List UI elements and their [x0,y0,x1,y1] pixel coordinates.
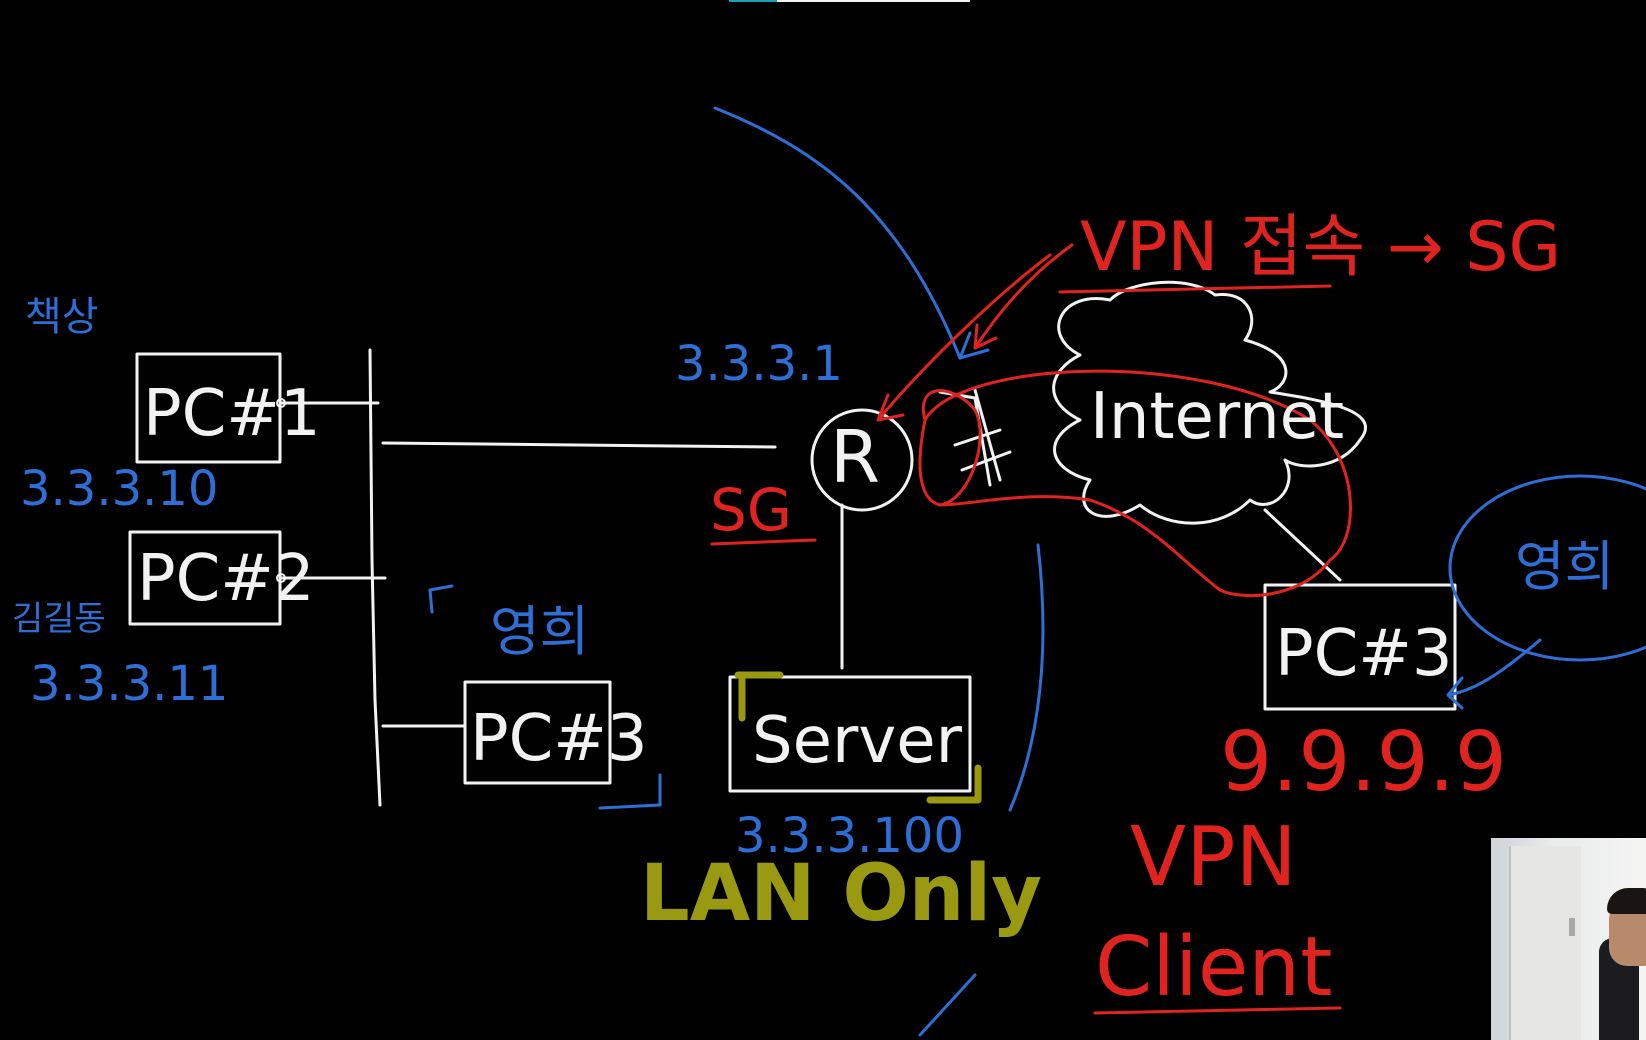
blue-arc-bottom [1008,543,1045,812]
red-tunnel [918,369,1352,598]
internet-cloud [1052,280,1367,525]
internet-label: Internet [1090,380,1344,454]
router-ip: 3.3.3.1 [675,336,843,392]
pc2-side-note: 김길동 [12,599,106,639]
pc2-ip: 3.3.3.11 [30,656,228,712]
pc1-ip: 3.3.3.10 [20,461,218,517]
router-role: SG [710,476,792,544]
remote-pc3-label: PC#3 [1275,617,1453,691]
pc1-box [135,352,282,464]
olive-bracket [734,671,982,804]
pc1-side-note: 책상 [25,294,99,340]
presenter-hair-icon [1607,888,1646,914]
red-arrow-to-router [876,253,1052,422]
pc3-box [463,680,612,785]
pc1-label: PC#1 [143,377,321,451]
blue-arrow-right [1446,638,1542,710]
vpn-client-line1: VPN [1130,810,1297,905]
red-underline-client [1093,1006,1342,1015]
red-ring-firewall [921,389,982,507]
server-label: Server [752,704,963,778]
blue-mark-pc3 [428,584,662,810]
blue-arc-top [713,106,962,360]
pc3-label: PC#3 [470,702,648,776]
server-ip: 3.3.3.100 [735,808,964,864]
blue-stroke-bottom [918,973,977,1037]
pc3-side-note: 영희 [490,600,589,663]
presenter-webcam-icon [1491,838,1646,1040]
vpn-connect-note: VPN 접속 → SG [1080,208,1561,287]
blue-ellipse-right [1448,474,1646,662]
remote-ip: 9.9.9.9 [1220,715,1507,810]
red-arrow-to-firewall [973,243,1074,350]
vpn-client-line2: Client [1095,920,1332,1015]
internet-to-pc3 [1263,508,1342,582]
router-circle [810,408,914,512]
red-underline-sg [710,538,817,546]
router-label: R [830,415,880,499]
lan-backbone [368,348,382,807]
firewall-icon [938,388,1012,487]
pc2-box [128,530,282,626]
toolbar-strip [777,0,970,2]
server-box [728,675,972,793]
toolbar-indicator [729,0,777,2]
red-underline-vpn [1058,284,1332,294]
remote-pc3-box [1263,583,1457,711]
router-link [381,441,777,449]
remote-owner: 영희 [1515,535,1614,598]
door-icon [1509,846,1581,1040]
lan-only-note: LAN Only [640,849,1042,939]
pc2-label: PC#2 [137,542,315,616]
blue-arrowhead [958,331,990,360]
door-handle-icon [1569,918,1575,936]
